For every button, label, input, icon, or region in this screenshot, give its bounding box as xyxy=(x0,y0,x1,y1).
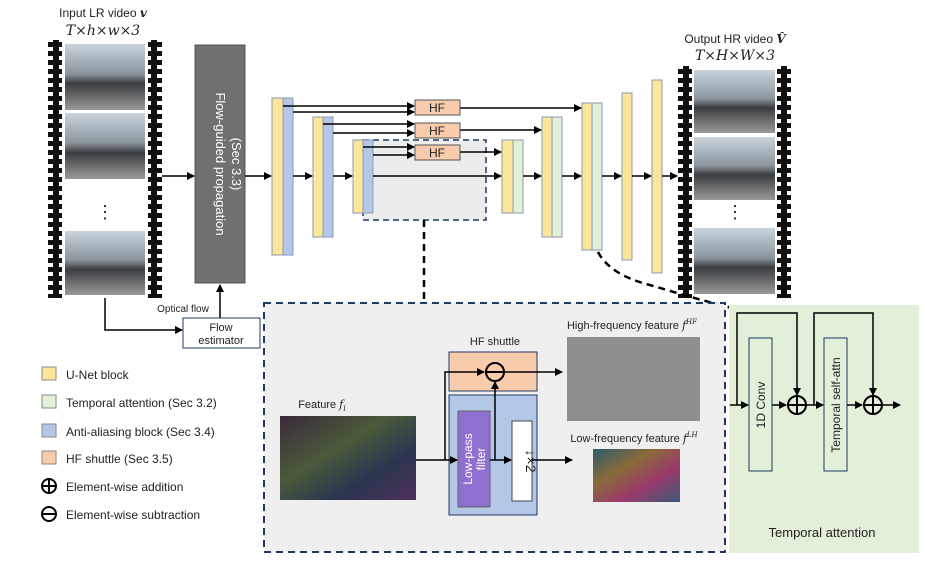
legend-label: Element-wise subtraction xyxy=(66,508,200,522)
high-frequency-label: High-frequency feature fHF xyxy=(567,318,698,332)
flow-guided-propagation-block xyxy=(194,44,246,284)
unet-block xyxy=(352,139,364,214)
hf-label: HF xyxy=(429,124,445,138)
low-frequency-label: Low-frequency feature fLH xyxy=(570,431,698,445)
downsample-box xyxy=(511,420,533,502)
legend-label: Temporal attention (Sec 3.2) xyxy=(66,396,217,410)
temporal-self-attn-label: Temporal self-attn xyxy=(829,357,843,452)
legend-label: U-Net block xyxy=(66,368,130,382)
output-title: Output HR video V̂ xyxy=(684,31,787,46)
unet-block xyxy=(271,97,284,256)
legend-label: Element-wise addition xyxy=(66,480,183,494)
input-frame xyxy=(65,44,145,110)
low-pass-filter xyxy=(457,410,491,508)
addition-icon xyxy=(863,395,883,415)
unet-block xyxy=(541,116,553,238)
output-video-filmstrip: ⋮ xyxy=(678,66,791,298)
ellipsis: ⋮ xyxy=(96,202,114,222)
temporal-attention-block xyxy=(551,116,563,238)
conv1d-label: 1D Conv xyxy=(754,382,768,429)
hf-shuttle-block xyxy=(414,122,461,139)
low-pass-label: filter xyxy=(474,448,488,471)
ellipsis: ⋮ xyxy=(726,202,744,222)
unet-block xyxy=(651,79,663,274)
temporal-attention-block xyxy=(512,139,524,214)
addition-icon xyxy=(787,395,807,415)
low-frequency-image xyxy=(593,449,680,502)
legend-label: Anti-aliasing block (Sec 3.4) xyxy=(66,425,215,439)
legend-swatch-temporal xyxy=(41,394,57,409)
legend-swatch-hf xyxy=(41,450,57,465)
legend-swatch-unet xyxy=(41,366,57,381)
subtraction-icon xyxy=(485,362,505,382)
propagation-section: (Sec 3.3) xyxy=(229,138,244,191)
legend: U-Net block Temporal attention (Sec 3.2)… xyxy=(41,366,217,522)
anti-aliasing-block xyxy=(362,139,374,214)
unet-block xyxy=(581,102,593,251)
output-frame xyxy=(694,137,775,200)
anti-aliasing-block xyxy=(322,116,334,238)
anti-aliasing-block xyxy=(282,97,294,256)
circle-plus-icon xyxy=(41,478,57,494)
unet-block xyxy=(312,116,324,238)
hf-shuttle-block xyxy=(414,144,461,161)
legend-label: HF shuttle (Sec 3.5) xyxy=(66,452,173,466)
high-frequency-image xyxy=(567,337,700,421)
unet-block xyxy=(621,92,633,261)
feature-label: Feature fi xyxy=(298,398,346,413)
flow-estimator-block xyxy=(182,317,261,349)
output-shape: T×H×W×3 xyxy=(695,48,775,64)
downsample-label: ↓×2 xyxy=(523,450,539,473)
temporal-attention-title: Temporal attention xyxy=(769,525,876,540)
hf-shuttle-label: HF shuttle xyxy=(470,336,520,348)
propagation-label: Flow-guided propagation xyxy=(213,92,228,235)
temporal-attention-block xyxy=(591,102,603,251)
input-frame xyxy=(65,231,145,295)
output-frame xyxy=(694,228,775,294)
input-video-filmstrip: ⋮ xyxy=(48,40,162,298)
legend-swatch-antialias xyxy=(41,423,57,438)
flow-estimator-label: Flow xyxy=(209,322,232,334)
low-pass-label: Low-pass xyxy=(461,433,475,484)
hf-shuttle-block xyxy=(414,99,461,116)
input-frame xyxy=(65,113,145,179)
flow-estimator-label: estimator xyxy=(198,335,244,347)
hf-label: HF xyxy=(429,146,445,160)
input-title: Input LR video v xyxy=(59,6,148,20)
hf-label: HF xyxy=(429,101,445,115)
unet-block xyxy=(501,139,514,214)
input-shape: T×h×w×3 xyxy=(66,23,141,39)
feature-image xyxy=(280,416,416,500)
output-frame xyxy=(694,70,775,133)
circle-minus-icon xyxy=(41,506,57,522)
optical-flow-label: Optical flow xyxy=(157,304,209,315)
